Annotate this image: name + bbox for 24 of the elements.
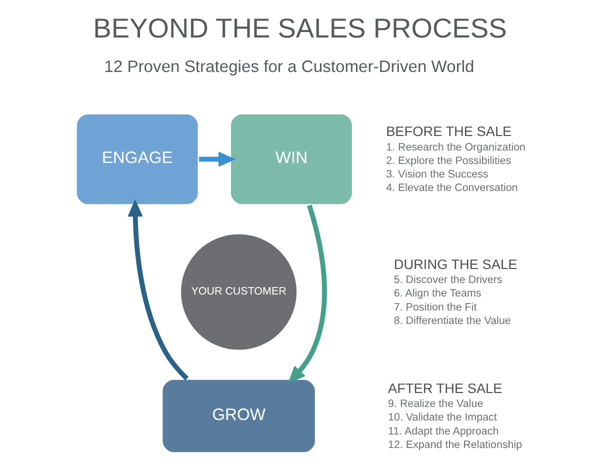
diagram-title: BEYOND THE SALES PROCESS: [93, 12, 507, 44]
label: BEFORE THE SALE: [386, 124, 512, 140]
label: 10. Validate the Impact: [388, 412, 497, 424]
label: 7. Position the Fit: [394, 301, 477, 314]
label: 6. Align the Teams: [394, 288, 482, 300]
label: 1. Research the Organization: [386, 141, 526, 154]
label: 3. Vision the Success: [386, 168, 488, 181]
node-box: GROW: [160, 378, 317, 454]
node-box: ENGAGE: [74, 112, 200, 206]
arrow: [199, 152, 236, 167]
label: 9. Realize the Value: [388, 398, 484, 410]
label: 12 Proven Strategies for a Customer-Driven World: [104, 57, 474, 76]
label: AFTER THE SALE: [388, 380, 502, 396]
label: 2. Explore the Possibilities: [386, 154, 512, 167]
arrow: [288, 204, 327, 384]
node-box: WIN: [229, 112, 354, 206]
label: 5. Discover the Drivers: [394, 274, 502, 286]
label: 12. Expand the Relationship: [388, 438, 522, 451]
label: 8. Differentiate the Value: [394, 314, 511, 327]
label: 4. Elevate the Conversation: [386, 182, 518, 194]
arrow: [128, 199, 189, 380]
node-circle: YOUR CUSTOMER: [179, 232, 299, 352]
label: 11. Adapt the Approach: [388, 425, 499, 438]
label: DURING THE SALE: [394, 256, 518, 272]
